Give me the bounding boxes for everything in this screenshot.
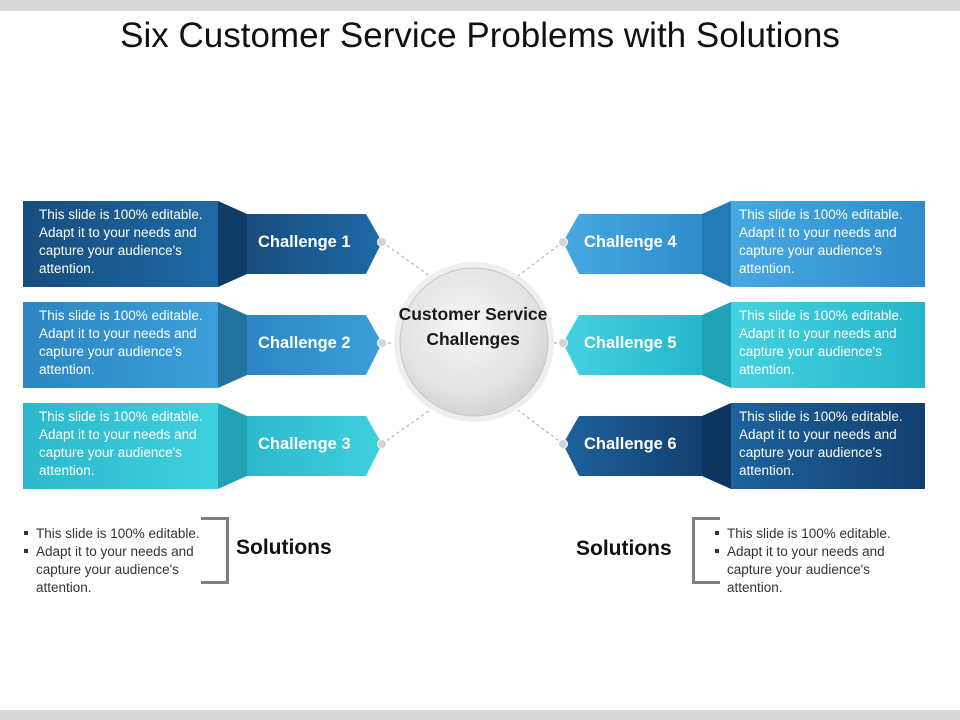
challenge-3-label: Challenge 3: [258, 435, 351, 453]
list-item: This slide is 100% editable.: [713, 525, 903, 543]
solutions-left-title: Solutions: [236, 536, 332, 559]
challenge-2-label: Challenge 2: [258, 334, 351, 352]
connector-dots: [377, 237, 568, 449]
challenge-1-description: This slide is 100% editable. Adapt it to…: [39, 207, 203, 276]
bottom-border-bar: [0, 710, 960, 720]
challenge-5-description: This slide is 100% editable. Adapt it to…: [739, 308, 903, 377]
challenge-6-description: This slide is 100% editable. Adapt it to…: [739, 409, 903, 478]
challenge-4-label: Challenge 4: [584, 233, 677, 251]
challenge-1-label: Challenge 1: [258, 233, 351, 251]
solutions-right-list: This slide is 100% editable. Adapt it to…: [713, 525, 903, 597]
list-item: This slide is 100% editable.: [22, 525, 212, 543]
challenge-block-4: [563, 201, 925, 287]
solutions-left-bracket: [201, 517, 229, 584]
challenge-6-label: Challenge 6: [584, 435, 677, 453]
center-label: Customer Service Challenges: [398, 304, 548, 349]
solutions-right-bracket: [692, 517, 720, 584]
challenge-block-1: [23, 201, 382, 287]
center-circle: [399, 267, 549, 417]
top-border-bar: [0, 0, 960, 11]
challenge-block-2: [23, 302, 382, 388]
challenge-2-description: This slide is 100% editable. Adapt it to…: [39, 308, 203, 377]
slide-title: Six Customer Service Problems with Solut…: [120, 16, 840, 55]
list-item: Adapt it to your needs and capture your …: [22, 543, 212, 597]
challenge-block-3: [23, 403, 382, 489]
challenge-4-description: This slide is 100% editable. Adapt it to…: [739, 207, 903, 276]
challenge-5-label: Challenge 5: [584, 334, 677, 352]
challenge-block-5: [563, 302, 925, 388]
solutions-right-title: Solutions: [576, 537, 672, 560]
list-item: Adapt it to your needs and capture your …: [713, 543, 903, 597]
challenge-3-description: This slide is 100% editable. Adapt it to…: [39, 409, 203, 478]
solutions-left-list: This slide is 100% editable. Adapt it to…: [22, 525, 212, 597]
challenge-block-6: [563, 403, 925, 489]
